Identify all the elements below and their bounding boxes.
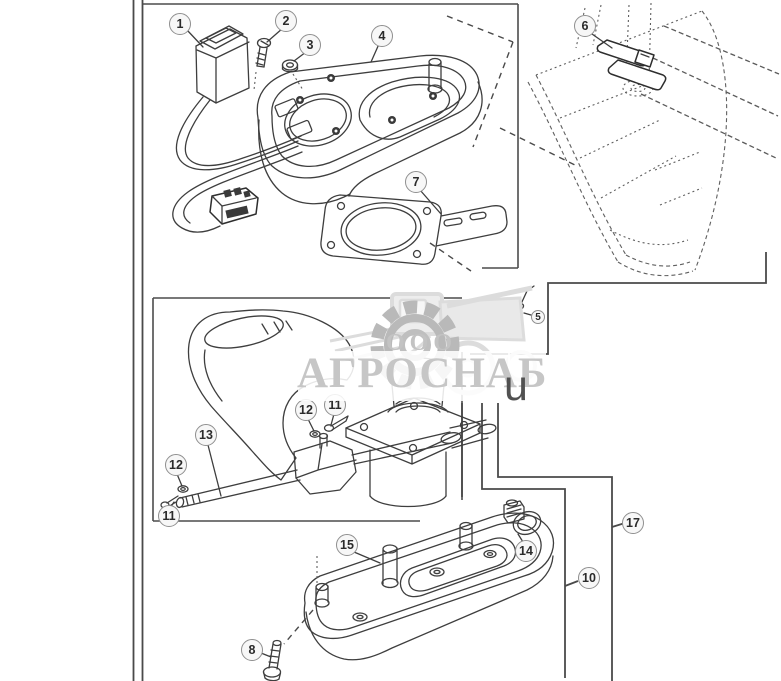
- bolt-bosses: [296, 74, 437, 135]
- joystick-grip-drawing: [187, 309, 355, 481]
- watermark-overlay-letter: u: [504, 362, 528, 410]
- callout-4: 4: [371, 25, 393, 47]
- clamp-drawing: [503, 499, 542, 536]
- fender-ghost-view: [527, 2, 780, 277]
- watermark-company-prefix: ООО: [386, 330, 458, 356]
- callout-13: 13: [195, 424, 217, 446]
- callout-11: 11: [158, 505, 180, 527]
- watermark-company-name: АГРОСНАБ: [297, 350, 548, 397]
- nut-3-drawing: [281, 59, 304, 91]
- rocker-switch-drawing: [172, 25, 303, 233]
- callout-10: 10: [578, 567, 600, 589]
- console-housing-drawing: [256, 54, 483, 205]
- detail-box-top-left: [143, 3, 519, 269]
- watermark-white-band: [298, 351, 510, 401]
- callout-17: 17: [622, 512, 644, 534]
- callout-5: 5: [531, 310, 545, 324]
- watermark-white-band-u: [508, 346, 546, 403]
- dashed-locator-lines: [429, 15, 578, 272]
- callout-leader-lines: [169, 27, 613, 658]
- callout-2: 2: [275, 10, 297, 32]
- callout-14: 14: [515, 540, 537, 562]
- callout-3: 3: [299, 34, 321, 56]
- callout-8: 8: [241, 639, 263, 661]
- page-frame-lines: [132, 0, 144, 681]
- callout-12: 12: [165, 454, 187, 476]
- callout-6: 6: [574, 15, 596, 37]
- callout-15: 15: [336, 534, 358, 556]
- callout-7: 7: [405, 171, 427, 193]
- base-pan-drawing: [283, 512, 555, 661]
- gasket-plate-drawing: [320, 194, 508, 265]
- screw-2-drawing: [253, 37, 272, 91]
- callout-1: 1: [169, 13, 191, 35]
